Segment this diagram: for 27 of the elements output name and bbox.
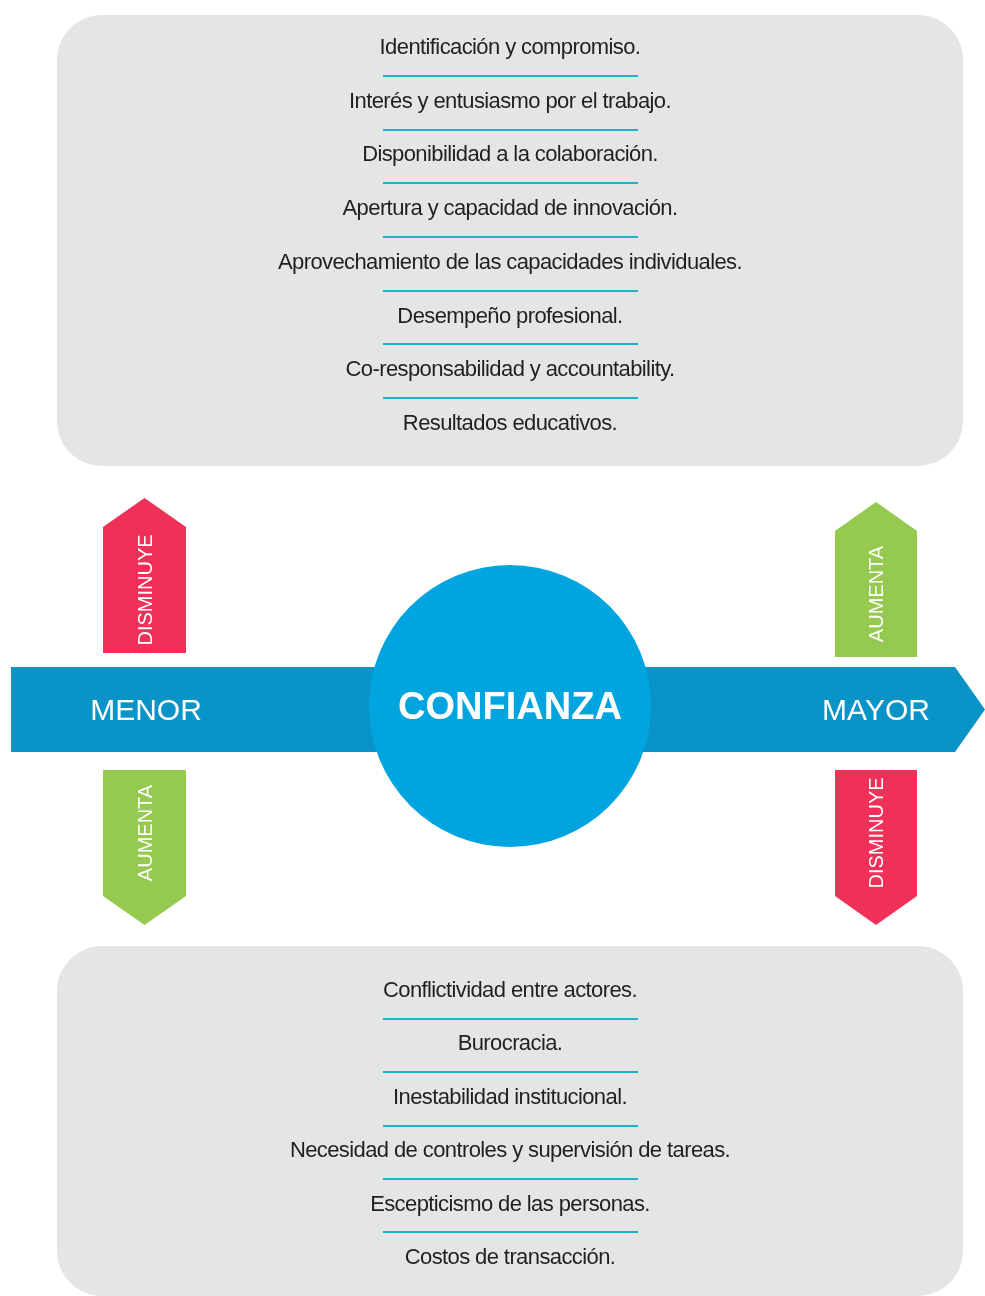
- list-item-text: Burocracia.: [457, 1030, 563, 1057]
- list-item-text: Desempeño profesional.: [397, 302, 623, 329]
- list-item-text: Apertura y capacidad de innovación.: [342, 195, 678, 222]
- arrow-label: DISMINUYE: [864, 777, 888, 889]
- list-item-text: Interés y entusiasmo por el trabajo.: [349, 87, 671, 114]
- list-item-text: Necesidad de controles y supervisión de tareas.: [289, 1137, 731, 1164]
- list-item-text: Inestabilidad institucional.: [393, 1083, 627, 1110]
- up-arrow-shape: [835, 502, 917, 657]
- list-item-text: Identificación y compromiso.: [379, 34, 641, 60]
- list-item-text: Co-responsabilidad y accountability.: [345, 356, 675, 383]
- list-item-text: Escepticismo de las personas.: [370, 1190, 650, 1217]
- rounded-panel: [57, 15, 963, 466]
- down-arrow-shape: [103, 770, 186, 925]
- band-label: MAYOR: [822, 692, 930, 727]
- circle-title: CONFIANZA: [398, 684, 622, 728]
- list-item-text: Resultados educativos.: [402, 409, 618, 436]
- arrow-label: AUMENTA: [133, 784, 156, 882]
- arrow-label: AUMENTA: [864, 545, 888, 643]
- list-item-text: Conflictividad entre actores.: [382, 977, 638, 1003]
- rounded-panel: [57, 946, 963, 1296]
- arrow-label: DISMINUYE: [133, 534, 156, 646]
- list-item-text: Aprovechamiento de las capacidades individuales.: [277, 248, 743, 275]
- up-arrow-shape: [103, 498, 186, 653]
- down-arrow-shape: [835, 770, 917, 925]
- list-item-text: Disponibilidad a la colaboración.: [362, 141, 658, 168]
- list-item-text: Costos de transacción.: [404, 1244, 616, 1270]
- band-label: MENOR: [90, 692, 202, 727]
